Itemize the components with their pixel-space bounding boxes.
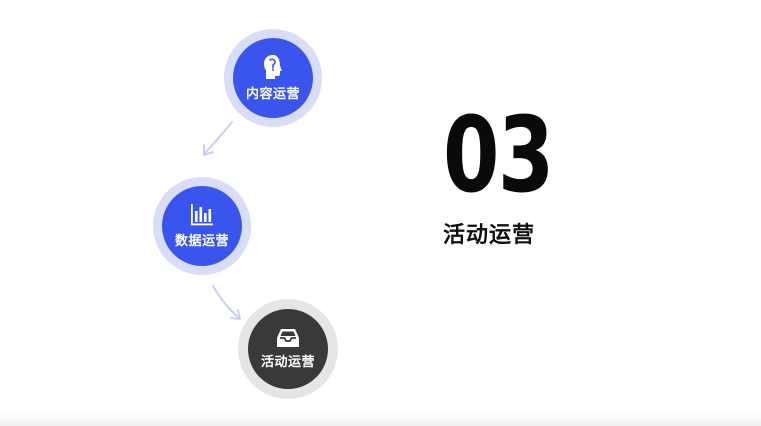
- step-node-label: 内容运营: [245, 87, 300, 102]
- step-node-content[interactable]: 内容运营: [224, 29, 322, 127]
- step-node-label: 活动运营: [260, 355, 315, 370]
- step-node-label: 数据运营: [174, 234, 229, 249]
- arrow-step1-to-step2: [203, 121, 233, 156]
- bottom-shade: [0, 412, 761, 426]
- step-node-data[interactable]: 数据运营: [153, 177, 251, 275]
- head-profile-icon: [264, 55, 282, 79]
- arrow-step2-to-step3: [212, 285, 241, 320]
- step-node-core: 内容运营: [233, 38, 313, 118]
- step-node-core: 数据运营: [162, 186, 242, 266]
- inbox-tray-icon: [277, 329, 299, 347]
- bar-chart-icon: [191, 204, 213, 226]
- step-node-activity[interactable]: 活动运营: [238, 299, 338, 399]
- step-node-core: 活动运营: [248, 309, 328, 389]
- section-title: 活动运营: [443, 223, 536, 248]
- section-number: 03: [443, 94, 554, 216]
